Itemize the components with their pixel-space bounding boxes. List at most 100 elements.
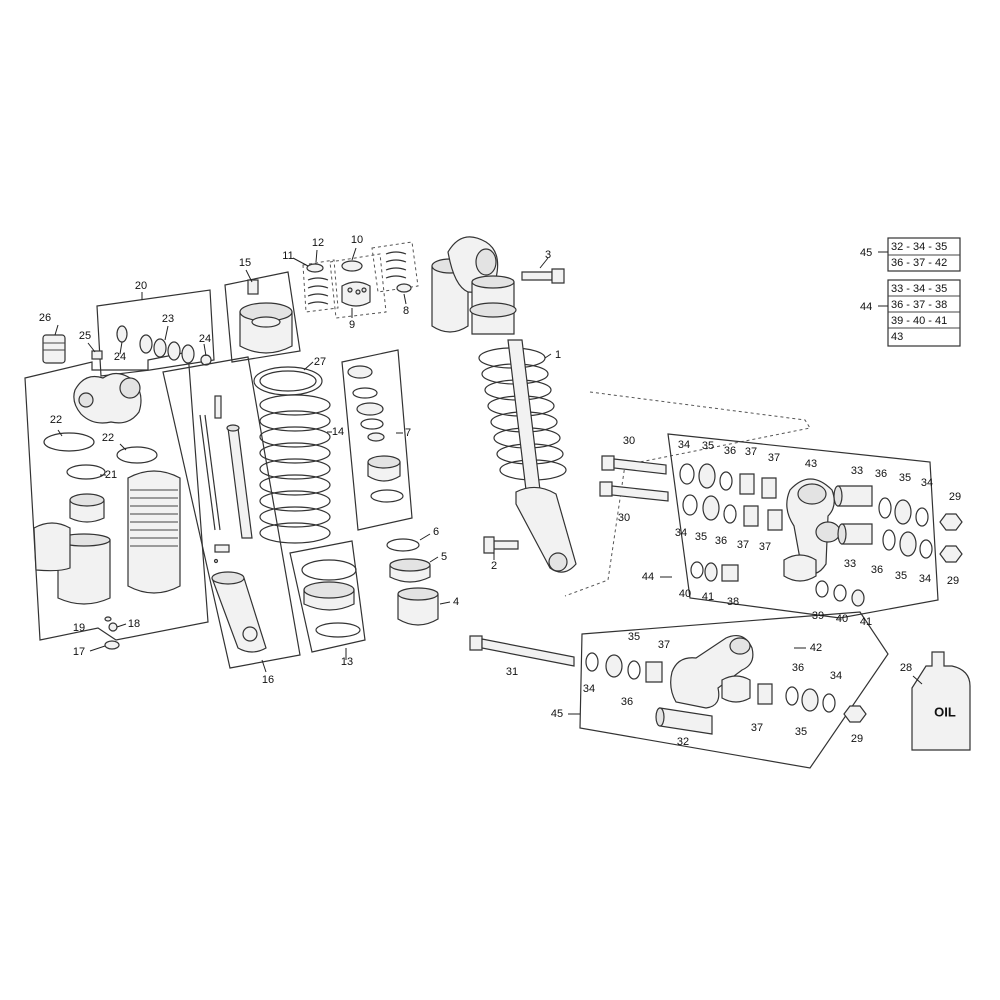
upper-bolt-part <box>521 271 553 281</box>
lower-bolt-part <box>493 540 519 550</box>
callout-label: 36 <box>715 535 727 547</box>
seal-part <box>360 418 384 430</box>
bladder-kit-frame <box>96 289 215 377</box>
kit-table-45: 45 32 - 34 - 35 36 - 37 - 42 <box>860 237 961 272</box>
kit-table-45-id: 45 <box>860 247 872 259</box>
valve-dash-frame <box>329 253 387 319</box>
screw-part <box>108 622 118 632</box>
callout-label: 23 <box>162 313 174 325</box>
callout-label: 18 <box>128 618 140 630</box>
callout-label: 1 <box>555 349 561 361</box>
callout-label: 25 <box>79 330 91 342</box>
callout-label: 16 <box>262 674 274 686</box>
seal-part <box>679 463 695 485</box>
kit-table-44-id: 44 <box>860 301 872 313</box>
callout-label: 28 <box>900 662 912 674</box>
washer-part <box>396 283 412 293</box>
callout-label: 9 <box>349 319 355 331</box>
kit-table-45-box <box>887 237 961 272</box>
clip-part <box>386 538 420 552</box>
callout-label: 13 <box>341 656 353 668</box>
callout-label: 43 <box>805 458 817 470</box>
pivot-bolt-part <box>601 455 615 471</box>
oil-bottle-part <box>911 651 971 751</box>
callout-label: 36 <box>875 468 887 480</box>
callout-label: 17 <box>73 646 85 658</box>
washer-part <box>719 471 733 491</box>
seal-part <box>822 693 836 713</box>
seal-part <box>815 580 829 598</box>
callout-label: 22 <box>102 432 114 444</box>
linkage-kit-45-group <box>469 611 889 769</box>
callout-label: 20 <box>135 280 147 292</box>
seal-part <box>153 338 167 358</box>
callout-label: 41 <box>860 616 872 628</box>
washer-part <box>882 529 896 551</box>
oil-bottle-group: OIL <box>911 651 971 751</box>
kit-table-44-box <box>887 279 961 347</box>
washer-part <box>878 497 892 519</box>
bladder-part <box>127 470 181 594</box>
callout-label: 7 <box>405 427 411 439</box>
valve-parts-group <box>292 241 419 319</box>
needle-bearing-part <box>743 505 759 527</box>
pivot-bolt-part <box>599 481 613 497</box>
rocker-arm-part <box>670 635 754 709</box>
callout-label: 32 <box>677 736 689 748</box>
callout-labels: 1 2 3 4 5 6 7 8 9 10 11 12 13 14 15 16 1… <box>39 234 961 748</box>
needle-bearing-part <box>739 473 755 495</box>
spring-seat-part <box>301 559 357 581</box>
washer-part <box>627 660 641 680</box>
callout-label: 35 <box>899 472 911 484</box>
callout-label: 15 <box>239 257 251 269</box>
callout-label: 37 <box>751 722 763 734</box>
callout-label: 14 <box>332 426 344 438</box>
spacer-tube-part <box>659 707 713 735</box>
callout-label: 26 <box>39 312 51 324</box>
top-cap-group <box>224 269 301 363</box>
kit-table-44-line: 39 - 40 - 41 <box>891 315 947 327</box>
washer-part <box>785 686 799 706</box>
needle-bearing-part <box>761 477 777 499</box>
reservoir-cap-port <box>119 377 141 399</box>
callout-label: 5 <box>441 551 447 563</box>
o-ring-part <box>66 464 106 480</box>
complete-shock-group <box>431 236 811 597</box>
seal-part <box>370 489 404 503</box>
seal-part <box>104 616 112 622</box>
callout-label: 21 <box>105 469 117 481</box>
reservoir-cap-port <box>78 392 94 408</box>
callout-label: 35 <box>895 570 907 582</box>
dust-cap-part <box>704 562 718 582</box>
seal-stack-group <box>341 349 413 531</box>
seal-part <box>116 325 128 343</box>
callout-label: 44 <box>642 571 654 583</box>
washer-part <box>723 504 737 524</box>
dust-cap-part <box>605 654 623 678</box>
callout-label: 38 <box>727 596 739 608</box>
callout-label: 22 <box>50 414 62 426</box>
needle-bearing-part <box>645 661 663 683</box>
dust-cap-part <box>894 499 912 525</box>
callout-label: 34 <box>921 477 933 489</box>
adjuster-rod-part <box>214 395 222 419</box>
callout-label: 34 <box>583 683 595 695</box>
linkage-kit-44-frame <box>667 433 939 619</box>
callout-label: 37 <box>768 452 780 464</box>
callout-label: 10 <box>351 234 363 246</box>
seal-part <box>682 494 698 516</box>
washer-part <box>104 640 120 650</box>
bottom-parts-group <box>386 533 451 626</box>
callout-label: 35 <box>628 631 640 643</box>
shaft-part <box>227 427 253 539</box>
callout-label: 37 <box>737 539 749 551</box>
needle-part <box>199 414 216 531</box>
callout-label: 24 <box>114 351 126 363</box>
link-rod-part <box>786 478 835 575</box>
callout-label: 12 <box>312 237 324 249</box>
callout-label: 35 <box>695 531 707 543</box>
callout-label: 29 <box>947 575 959 587</box>
dust-cap-part <box>702 495 720 521</box>
